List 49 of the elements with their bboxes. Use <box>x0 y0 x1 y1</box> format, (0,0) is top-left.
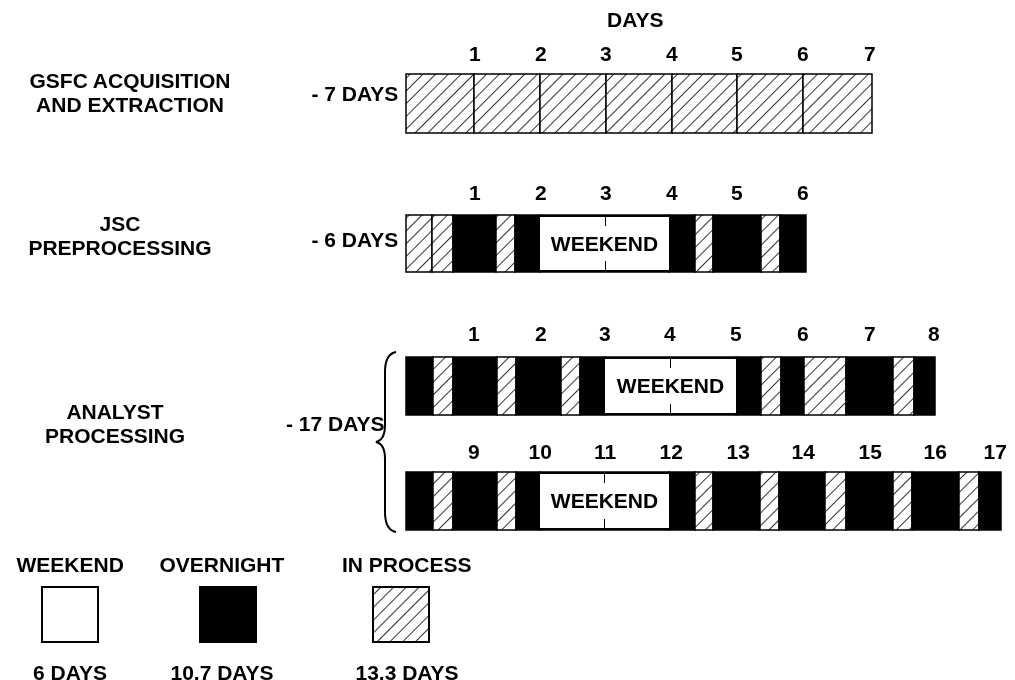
day-number: 15 <box>858 440 882 464</box>
day-number: 14 <box>791 440 815 464</box>
label-text: - 6 DAYS <box>311 228 399 252</box>
day-number: 3 <box>600 42 612 66</box>
segment-label: WEEKEND <box>549 231 660 256</box>
label-text: ANALYST PROCESSING <box>44 400 186 448</box>
day-number: 4 <box>666 181 678 205</box>
weekend-segment <box>605 357 736 415</box>
day-number: 6 <box>797 42 809 66</box>
legend-label: WEEKEND <box>16 553 124 577</box>
weekend-segment <box>540 472 669 530</box>
day-number: 4 <box>664 322 676 346</box>
day-number: 13 <box>726 440 750 464</box>
label-text: - 7 DAYS <box>311 82 399 106</box>
day-number: 9 <box>468 440 480 464</box>
day-number: 1 <box>468 322 480 346</box>
day-number: 3 <box>600 181 612 205</box>
day-number: 12 <box>659 440 683 464</box>
segment-label: WEEKEND <box>549 489 660 513</box>
day-number: 16 <box>923 440 947 464</box>
day-number: 2 <box>535 322 547 346</box>
day-number: 5 <box>730 322 742 346</box>
label-text: GSFC ACQUISITION AND EXTRACTION <box>28 69 232 117</box>
day-number: 3 <box>599 322 611 346</box>
day-number: 5 <box>731 181 743 205</box>
day-number: 2 <box>535 42 547 66</box>
label-text: 6 DAYS <box>33 661 107 680</box>
day-number: 6 <box>797 322 809 346</box>
day-number: 11 <box>594 440 617 464</box>
day-number: 2 <box>535 181 547 205</box>
weekend-segment <box>540 215 669 272</box>
legend-label: IN PROCESS <box>342 553 472 577</box>
day-number: 5 <box>731 42 743 66</box>
segment-label: WEEKEND <box>615 374 726 398</box>
label-text: - 17 DAYS <box>286 412 385 436</box>
label-text: 13.3 DAYS <box>355 661 459 680</box>
day-number: 8 <box>928 322 940 346</box>
day-number: 1 <box>469 181 481 205</box>
day-number: 10 <box>528 440 552 464</box>
day-number: 6 <box>797 181 809 205</box>
day-number: 17 <box>983 440 1007 464</box>
label-text: DAYS <box>607 8 664 32</box>
day-number: 7 <box>864 42 876 66</box>
label-text: JSC PREPROCESSING <box>27 212 213 260</box>
label-text: 10.7 DAYS <box>170 661 274 680</box>
day-number: 4 <box>666 42 678 66</box>
day-number: 1 <box>469 42 481 66</box>
legend-label: OVERNIGHT <box>159 553 285 577</box>
day-number: 7 <box>864 322 876 346</box>
